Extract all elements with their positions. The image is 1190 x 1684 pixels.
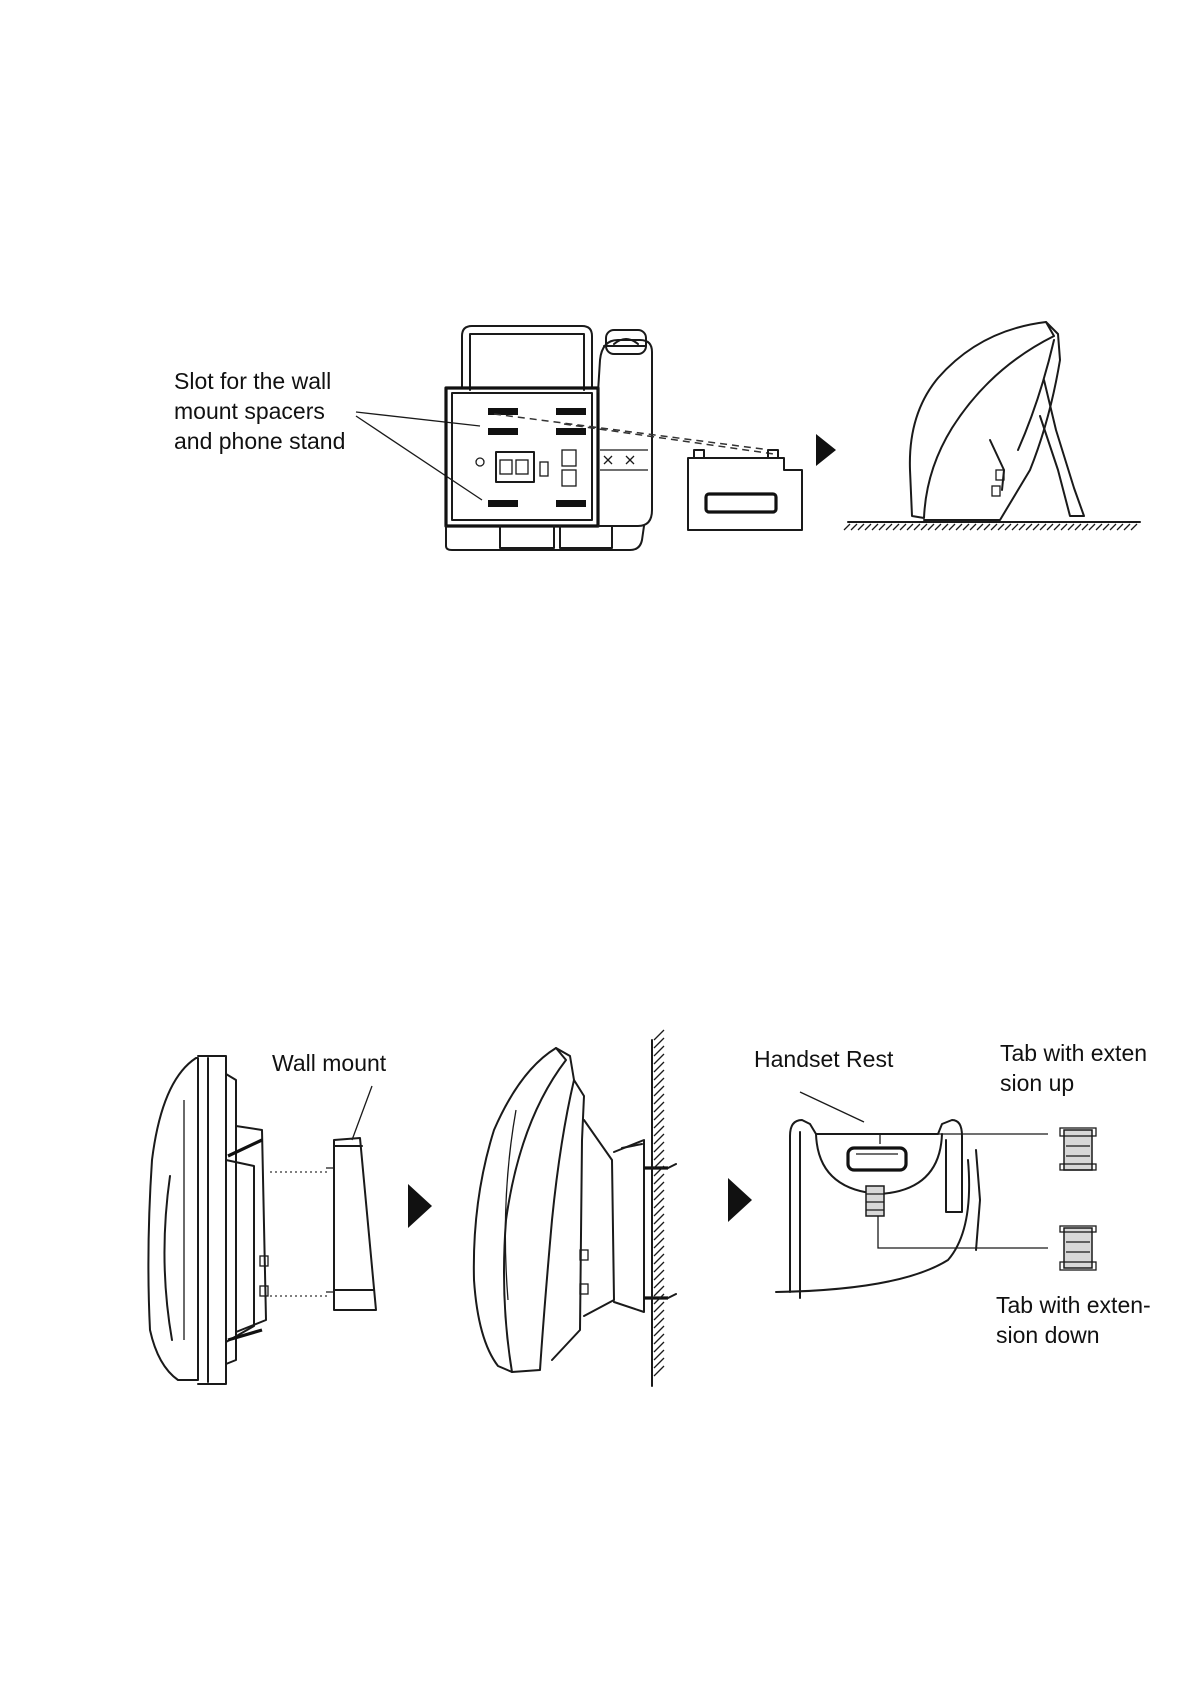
tab-extension-up (1060, 1128, 1096, 1170)
step-arrow-2 (408, 1184, 432, 1228)
handset-rest-leader-line (800, 1092, 864, 1122)
wall-surface (652, 1030, 664, 1386)
phone-mounted-on-wall (474, 1048, 676, 1372)
wall-mount-piece (326, 1138, 376, 1310)
wall-mount-leader-line (352, 1086, 372, 1140)
tab-extension-down (1060, 1226, 1096, 1270)
step-arrow-3 (728, 1178, 752, 1222)
phone-side-view-left (148, 1056, 268, 1384)
handset-rest-detail (776, 1092, 1048, 1298)
